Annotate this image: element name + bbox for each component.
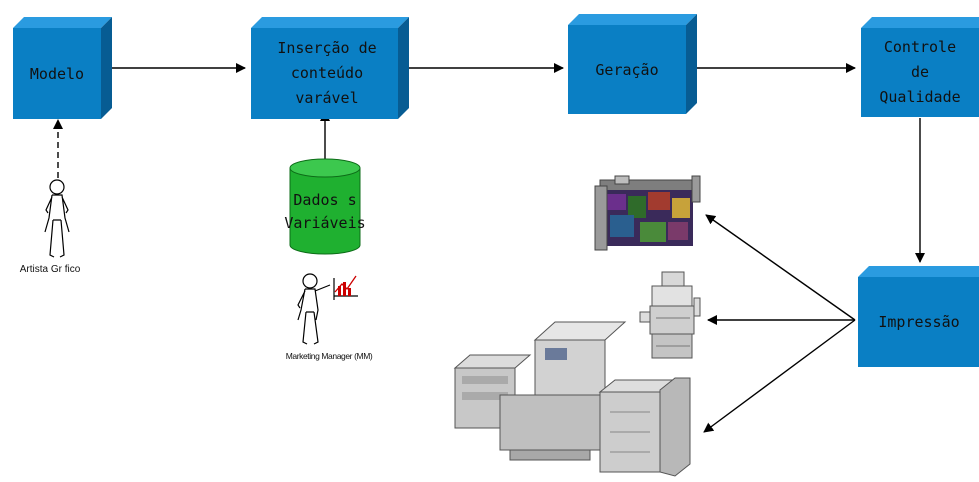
wide-format-printer-icon <box>594 175 701 251</box>
presenter-figure-icon <box>297 273 358 345</box>
label-insercao-line1: Inserção de <box>277 39 376 57</box>
label-dados-line1: Dados s <box>293 191 356 209</box>
cylinder-dados-variaveis: Dados s Variáveis <box>284 158 366 255</box>
label-controle-line3: Qualidade <box>879 88 960 106</box>
label-controle-line1: Controle <box>884 38 956 56</box>
stick-figure-icon <box>44 179 70 258</box>
box-modelo: Modelo <box>13 17 112 119</box>
arrow-impressao-to-digital-press <box>703 319 856 433</box>
digital-press-icon <box>453 321 691 477</box>
connectors <box>53 63 925 433</box>
office-printer-icon <box>639 271 701 359</box>
label-dados-line2: Variáveis <box>284 214 365 232</box>
label-insercao-line3: varável <box>295 89 358 107</box>
label-geracao: Geração <box>595 61 658 79</box>
label-insercao-line2: conteúdo <box>291 64 363 82</box>
box-insercao: Inserção de conteúdo varável <box>251 17 409 119</box>
label-modelo: Modelo <box>30 65 84 83</box>
label-artista: Artista Gr fico <box>20 264 81 275</box>
box-geracao: Geração <box>568 14 697 114</box>
label-impressao: Impressão <box>878 313 959 331</box>
label-marketing: Marketing Manager (MM) <box>286 351 373 361</box>
box-impressao: Impressão <box>858 266 979 367</box>
arrow-impressao-to-wide-printer <box>705 214 856 321</box>
box-controle: Controle de Qualidade <box>861 17 979 117</box>
label-controle-line2: de <box>911 63 929 81</box>
